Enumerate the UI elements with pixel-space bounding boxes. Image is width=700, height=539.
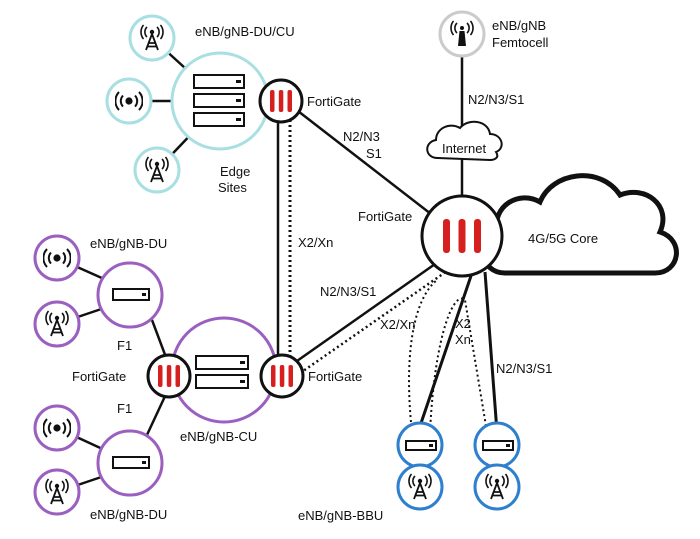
du-top-antenna-circle	[33, 300, 81, 348]
edge-sites-label-line2: Sites	[218, 180, 247, 195]
bbu-x2-label: X2	[455, 316, 471, 331]
edge-antenna-bottom-circle	[133, 146, 181, 194]
bbu-label: eNB/gNB-BBU	[298, 508, 383, 523]
server-icon	[482, 440, 514, 451]
core-fortigate-label: FortiGate	[358, 209, 412, 224]
server-icon	[112, 288, 150, 301]
edge-core-link-label-line1: N2/N3	[343, 129, 380, 144]
edge-antenna-top-circle	[128, 14, 176, 62]
link-bbu-x2xn-left	[408, 279, 438, 433]
edge-sites-label-line1: Edge	[220, 164, 250, 179]
bbu-xn-label: Xn	[455, 332, 471, 347]
edge-fortigate-label: FortiGate	[307, 94, 361, 109]
bbu-left-lower-circle	[396, 463, 444, 511]
link-f1-top	[150, 319, 169, 361]
x2xn-vertical-label: X2/Xn	[298, 235, 333, 250]
edge-fortigate-node	[258, 78, 304, 124]
link-f1-bottom	[144, 391, 169, 438]
edge-core-link-label-line2: S1	[366, 146, 382, 161]
femtocell-node	[438, 10, 486, 58]
server-icon	[405, 440, 437, 451]
f1-bottom-label: F1	[117, 401, 132, 416]
femto-label-line2: Femtocell	[492, 35, 548, 50]
link-cu-to-core	[286, 248, 456, 370]
femto-label-line1: eNB/gNB	[492, 18, 546, 33]
core-fortigate-node	[420, 194, 504, 278]
edge-du-cu-label: eNB/gNB-DU/CU	[195, 24, 295, 39]
cu-fortigate-node	[259, 353, 305, 399]
server-icon	[193, 74, 245, 127]
cu-fortigate-label: FortiGate	[308, 369, 362, 384]
bbu-left-node	[396, 421, 444, 511]
core-label: 4G/5G Core	[528, 231, 598, 246]
cloud-shape	[480, 173, 679, 276]
du-bottom-label: eNB/gNB-DU	[90, 507, 167, 522]
bbu-right-node	[473, 421, 521, 511]
edge-sites-cluster	[105, 14, 270, 194]
du-bottom-cluster	[33, 404, 164, 516]
link-cu-to-core-dotted	[295, 260, 461, 378]
left-fortigate-node	[146, 353, 192, 399]
femto-link-label: N2/N3/S1	[468, 92, 524, 107]
du-top-cluster	[33, 234, 164, 348]
fortigate-firewall-icon	[443, 219, 481, 253]
internet-cloud-shape	[426, 120, 503, 162]
internet-cloud-icon	[426, 120, 503, 162]
internet-label: Internet	[442, 141, 486, 156]
link-core-to-bbu-right	[483, 271, 499, 433]
cu-label: eNB/gNB-CU	[180, 429, 257, 444]
server-icon	[112, 456, 150, 469]
cu-core-link-label: N2/N3/S1	[320, 284, 376, 299]
core-cloud-icon	[480, 173, 679, 276]
left-fortigate-label: FortiGate	[72, 369, 126, 384]
server-icon	[195, 355, 249, 389]
fortigate-firewall-icon	[271, 365, 293, 387]
bbu-link-label: N2/N3/S1	[496, 361, 552, 376]
fortigate-firewall-icon	[158, 365, 180, 387]
bbu-right-lower-circle	[473, 463, 521, 511]
du-top-label: eNB/gNB-DU	[90, 236, 167, 251]
fortigate-firewall-icon	[270, 90, 292, 112]
f1-top-label: F1	[117, 338, 132, 353]
bbu-x2xn-label: X2/Xn	[380, 317, 415, 332]
link-core-to-bbu-left	[416, 269, 475, 433]
du-bottom-antenna-circle	[33, 468, 81, 516]
